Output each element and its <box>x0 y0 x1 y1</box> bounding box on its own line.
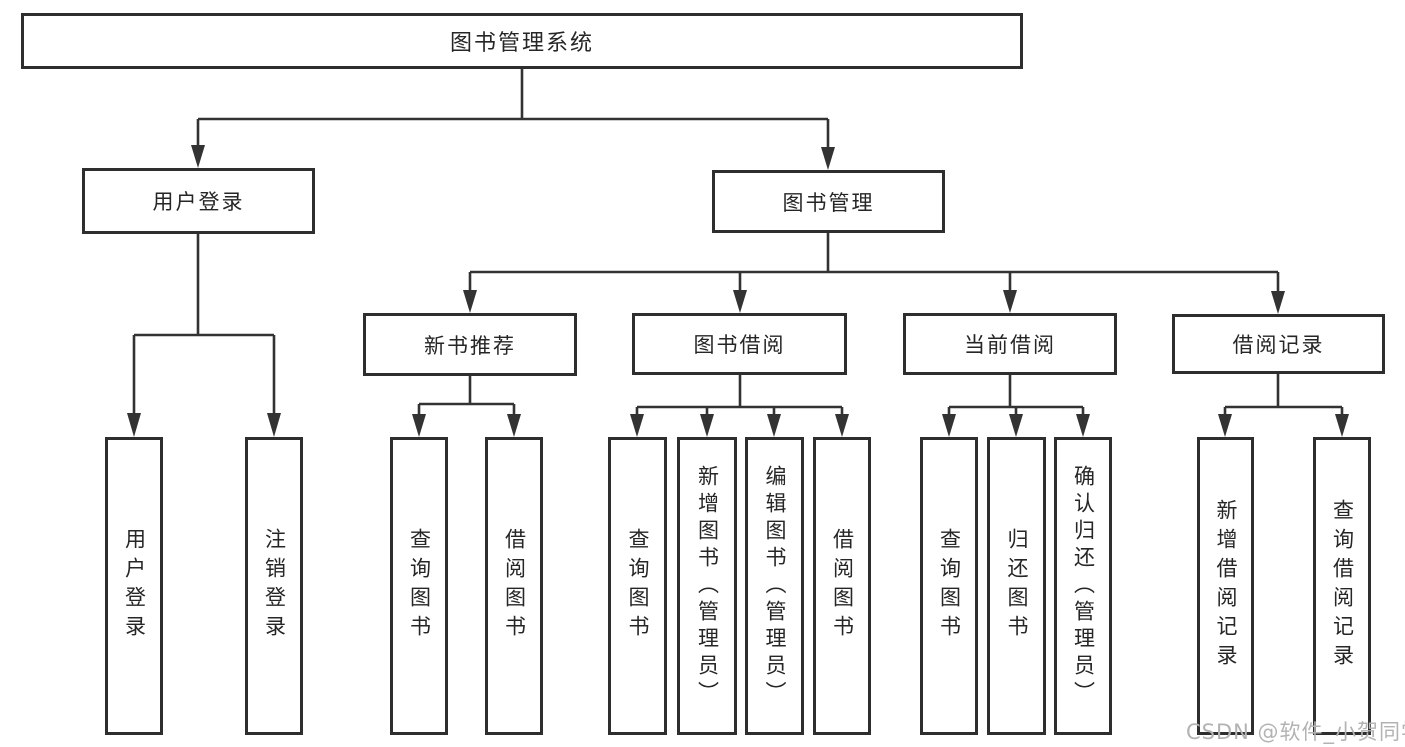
node-user-login-label: 用户登录 <box>152 190 245 214</box>
leaf-return-book-label: 归还图书 <box>1005 528 1029 644</box>
leaf-query-borrow-record-label: 查询借阅记录 <box>1330 499 1355 673</box>
leaf-add-book-admin: 新增图书（管理员） <box>677 437 737 735</box>
node-new-book-recommend-label: 新书推荐 <box>424 333 516 358</box>
leaf-borrow-books-recommend-label: 借阅图书 <box>502 528 527 644</box>
leaf-borrow-books-borrowing-label: 借阅图书 <box>830 528 855 644</box>
node-book-management-label: 图书管理 <box>782 190 875 215</box>
leaf-return-book: 归还图书 <box>987 437 1046 735</box>
leaf-query-books-current: 查询图书 <box>920 437 978 735</box>
edges-borrowing-records <box>1218 374 1349 437</box>
node-new-book-recommend: 新书推荐 <box>363 313 577 376</box>
leaf-confirm-return-admin-label: 确认归还（管理员） <box>1071 464 1096 708</box>
leaf-borrow-books-recommend: 借阅图书 <box>485 437 543 735</box>
leaf-query-books-recommend-label: 查询图书 <box>407 528 432 644</box>
leaf-borrow-books-borrowing: 借阅图书 <box>813 437 871 735</box>
leaf-add-borrow-record-label: 新增借阅记录 <box>1214 499 1238 673</box>
edges-book-management <box>463 233 1285 314</box>
node-book-borrowing-label: 图书借阅 <box>693 333 786 357</box>
edges-new-book-recommend <box>412 376 521 437</box>
node-borrowing-records-label: 借阅记录 <box>1232 333 1325 357</box>
leaf-query-books-borrowing-label: 查询图书 <box>626 528 650 644</box>
leaf-query-books-borrowing: 查询图书 <box>608 437 667 735</box>
edges-book-borrowing <box>630 375 849 437</box>
edges-current-borrowing <box>942 375 1090 437</box>
edges-user-login <box>127 234 281 437</box>
node-current-borrowing: 当前借阅 <box>903 313 1117 375</box>
leaf-edit-book-admin: 编辑图书（管理员） <box>745 437 804 735</box>
node-current-borrowing-label: 当前借阅 <box>964 333 1056 357</box>
node-book-borrowing: 图书借阅 <box>632 313 847 375</box>
watermark: CSDN @软件_小贺同学 <box>1186 720 1405 744</box>
node-borrowing-records: 借阅记录 <box>1172 314 1385 374</box>
node-book-management: 图书管理 <box>712 170 945 233</box>
leaf-confirm-return-admin: 确认归还（管理员） <box>1054 437 1112 735</box>
leaf-edit-book-admin-label: 编辑图书（管理员） <box>763 464 787 708</box>
leaf-user-login: 用户登录 <box>105 437 163 735</box>
leaf-query-borrow-record: 查询借阅记录 <box>1313 437 1371 735</box>
leaf-add-borrow-record: 新增借阅记录 <box>1197 437 1254 735</box>
leaf-logout-label: 注销登录 <box>262 528 287 644</box>
node-user-login: 用户登录 <box>82 168 315 234</box>
leaf-logout: 注销登录 <box>245 437 303 735</box>
leaf-query-books-current-label: 查询图书 <box>937 528 962 644</box>
edges-root <box>191 69 835 170</box>
leaf-query-books-recommend: 查询图书 <box>390 437 448 735</box>
leaf-add-book-admin-label: 新增图书（管理员） <box>695 464 720 708</box>
node-library-system-label: 图书管理系统 <box>449 31 594 56</box>
leaf-user-login-label: 用户登录 <box>122 528 147 644</box>
node-library-system: 图书管理系统 <box>21 13 1023 69</box>
